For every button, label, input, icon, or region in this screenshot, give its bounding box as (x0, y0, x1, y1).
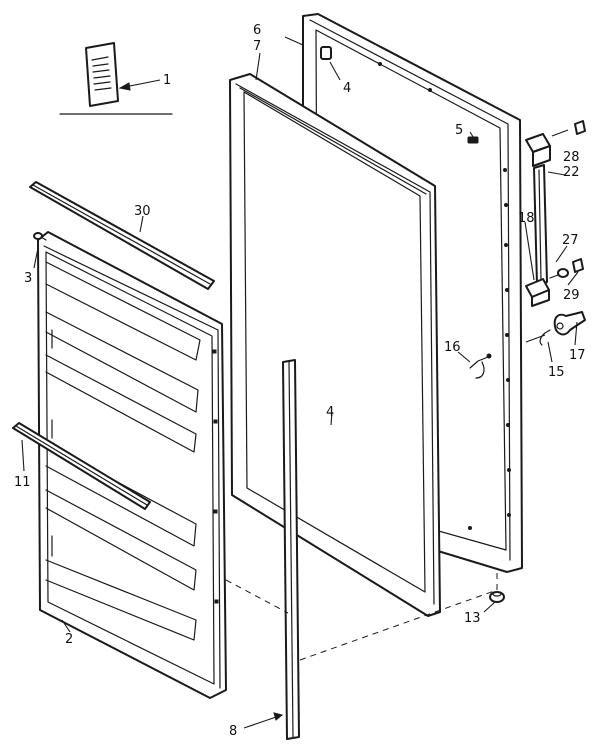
callout-8: 8 (229, 724, 237, 739)
part-cable-wire (539, 329, 551, 346)
callout-4-top: 4 (343, 81, 351, 96)
part-hinge-pin (469, 353, 492, 379)
part-leveling-foot (489, 591, 505, 603)
callout-29: 29 (563, 288, 580, 303)
callout-7: 7 (253, 39, 261, 54)
callout-17: 17 (569, 348, 586, 363)
callout-6: 6 (253, 23, 261, 38)
part-hinge-bottom-cover (572, 258, 584, 273)
callout-16: 16 (444, 340, 461, 355)
part-door-liner (37, 231, 227, 699)
callout-2: 2 (65, 632, 73, 647)
door-panel-holes (358, 62, 511, 530)
part-hinge-bottom (525, 268, 569, 307)
callout-22: 22 (563, 165, 580, 180)
leader-lines (21, 36, 579, 729)
callout-labels: 1 2 3 4 4 5 6 7 8 11 13 15 16 17 18 22 2… (14, 23, 586, 739)
callout-3: 3 (24, 271, 32, 286)
part-door-stop-spring (553, 311, 586, 336)
callout-5: 5 (455, 123, 463, 138)
part-screw (33, 232, 47, 241)
callout-15: 15 (548, 365, 565, 380)
callout-11: 11 (14, 475, 31, 490)
part-door-gasket (229, 73, 441, 617)
callout-18: 18 (518, 211, 535, 226)
part-hinge-rod (533, 164, 548, 286)
callout-28: 28 (563, 150, 580, 165)
callout-1: 1 (163, 73, 171, 88)
part-hinge-top (525, 133, 551, 167)
callout-30: 30 (134, 204, 151, 219)
part-door-cap-strip (29, 181, 215, 290)
callout-4-bottom: 4 (326, 405, 334, 420)
part-hinge-cover (574, 120, 586, 135)
alignment-lines (225, 572, 498, 661)
liner-shelves (45, 261, 201, 641)
callout-13: 13 (464, 611, 481, 626)
part-shelf-bar (12, 422, 151, 510)
part-trim-strip (282, 359, 300, 740)
callout-27: 27 (562, 233, 579, 248)
part-literature (59, 42, 173, 115)
